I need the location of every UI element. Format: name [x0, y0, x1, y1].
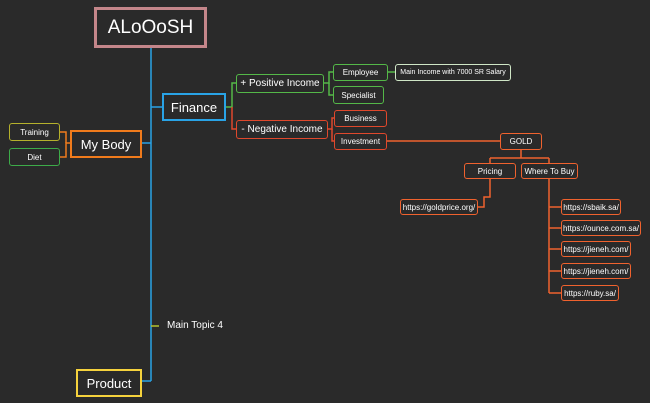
- negative-connector: [231, 107, 236, 130]
- diet-connector: [60, 142, 70, 158]
- jieneh-link-1[interactable]: https://jieneh.com/: [561, 241, 631, 257]
- positive-connector: [226, 82, 236, 108]
- investment-topic[interactable]: Investment: [334, 133, 387, 150]
- positive-income-topic[interactable]: + Positive Income: [236, 74, 324, 93]
- specialist-connector: [328, 83, 333, 96]
- pricing-link-connector: [478, 179, 491, 208]
- salary-note[interactable]: Main Income with 7000 SR Salary: [395, 64, 511, 81]
- negative-income-topic[interactable]: - Negative Income: [236, 120, 328, 139]
- main-topic-4[interactable]: Main Topic 4: [167, 320, 223, 331]
- business-topic[interactable]: Business: [334, 110, 387, 127]
- training-connector: [60, 131, 67, 143]
- jieneh-link-2[interactable]: https://jieneh.com/: [561, 263, 631, 279]
- investment-connector: [331, 129, 334, 142]
- product-topic[interactable]: Product: [76, 369, 142, 397]
- finance-topic[interactable]: Finance: [162, 93, 226, 121]
- employee-connector: [324, 71, 333, 84]
- buy-links-connector: [548, 179, 561, 294]
- gold-topic[interactable]: GOLD: [500, 133, 542, 150]
- pricing-topic[interactable]: Pricing: [464, 163, 516, 179]
- root-topic[interactable]: ALoOoSH: [94, 7, 207, 48]
- ruby-link[interactable]: https://ruby.sa/: [561, 285, 619, 301]
- gold-children-connector: [489, 150, 550, 163]
- business-connector: [328, 117, 334, 130]
- specialist-topic[interactable]: Specialist: [333, 86, 384, 104]
- diet-topic[interactable]: Diet: [9, 148, 60, 166]
- where-to-buy-topic[interactable]: Where To Buy: [521, 163, 578, 179]
- sbaik-link[interactable]: https://sbaik.sa/: [561, 199, 621, 215]
- goldprice-link[interactable]: https://goldprice.org/: [400, 199, 478, 215]
- ounce-link[interactable]: https://ounce.com.sa/: [561, 220, 641, 236]
- training-topic[interactable]: Training: [9, 123, 60, 141]
- employee-topic[interactable]: Employee: [333, 64, 388, 81]
- my-body-topic[interactable]: My Body: [70, 130, 142, 158]
